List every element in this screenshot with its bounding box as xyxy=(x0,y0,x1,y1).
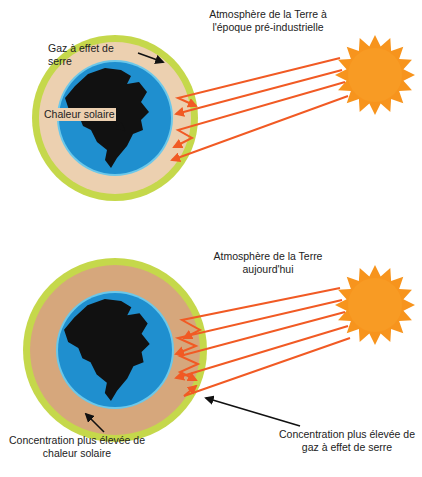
globe-heading-box: Atmosphère de la Terre aujourd'hui xyxy=(198,250,338,278)
sun-ray xyxy=(176,326,348,378)
callout-label: Gaz à effet de serre xyxy=(48,42,140,68)
outer-atmosphere xyxy=(23,258,207,442)
heading-text: Atmosphère de la Terre à l'époque pré-in… xyxy=(198,8,338,34)
sun-core xyxy=(348,278,402,332)
outer-atmosphere xyxy=(32,35,198,201)
leader-arrow xyxy=(112,120,124,130)
sun xyxy=(335,35,415,115)
leader-arrow xyxy=(206,398,300,426)
sun xyxy=(335,265,415,345)
sun-ray xyxy=(176,300,342,354)
callout-label: Concentration plus élevée de gaz à effet… xyxy=(276,428,418,454)
sun-core xyxy=(348,48,402,102)
atmosphere-layer xyxy=(39,42,191,194)
leader-arrow xyxy=(138,53,163,62)
globe-heading-box: Atmosphère de la Terre à l'époque pré-in… xyxy=(198,8,338,36)
callout-label: Chaleur solaire xyxy=(44,108,116,121)
sun-ray xyxy=(172,96,348,160)
earth-globe xyxy=(23,258,207,442)
sun-ray xyxy=(174,82,345,147)
leader-arrow xyxy=(86,414,104,432)
atmosphere-layer xyxy=(30,265,200,435)
ocean-rim xyxy=(56,291,174,409)
sun-ray xyxy=(178,58,340,106)
heading-text: Atmosphère de la Terre aujourd'hui xyxy=(198,250,338,276)
earth-globe xyxy=(32,35,198,201)
callout-label: Concentration plus élevée de chaleur sol… xyxy=(2,434,152,460)
sun-ray xyxy=(184,338,350,396)
continent xyxy=(64,299,150,401)
sun-ray xyxy=(182,288,340,338)
ocean xyxy=(58,293,172,407)
